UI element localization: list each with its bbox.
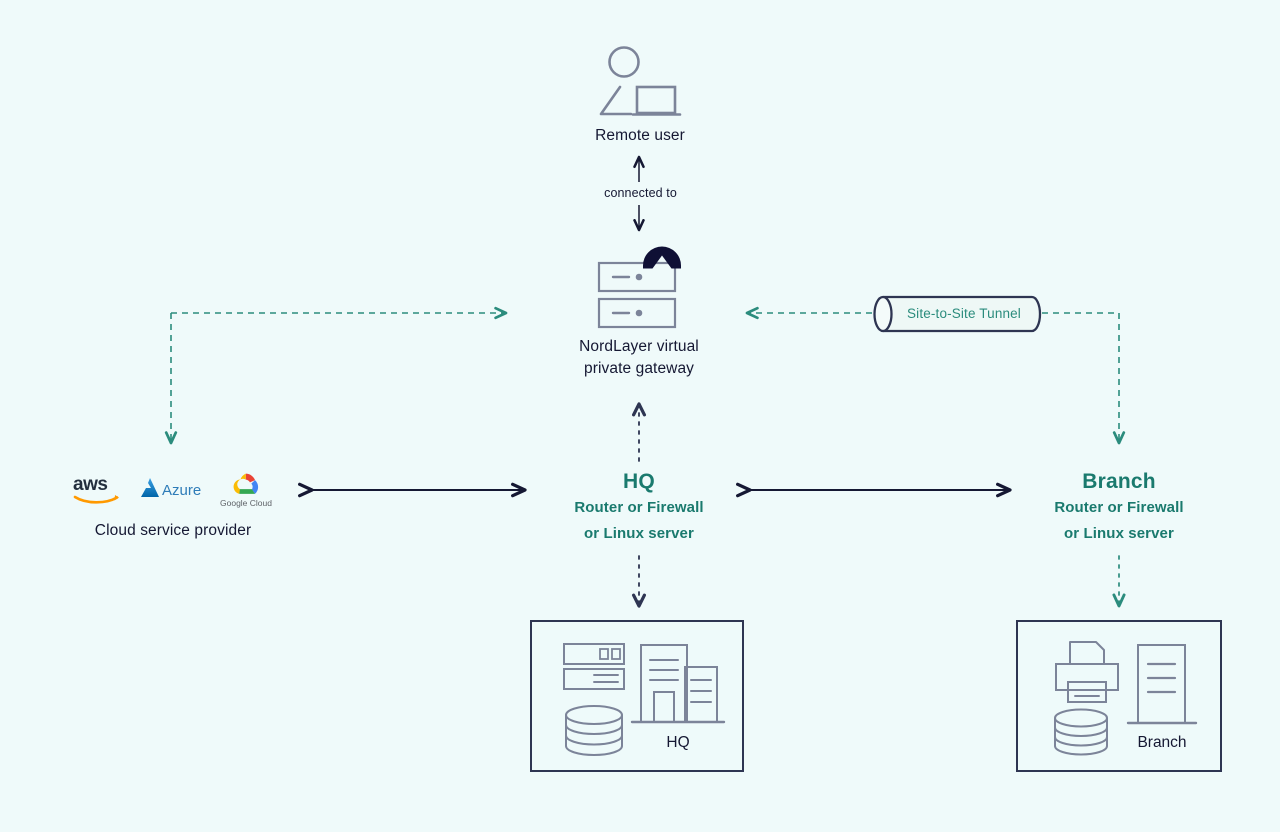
- branch-site-label: Branch: [1137, 734, 1187, 751]
- branch-subtitle-1: Router or Firewall: [1054, 499, 1184, 517]
- remote-user-label: Remote user: [595, 127, 685, 144]
- hq-title: HQ: [623, 470, 655, 493]
- google-cloud-logo: Google Cloud: [218, 469, 274, 509]
- office-buildings-icon: [630, 644, 726, 724]
- gateway-label-line2: private gateway: [583, 360, 695, 378]
- svg-text:Azure: Azure: [162, 482, 201, 499]
- connected-to-label: connected to: [604, 186, 677, 200]
- server-rack-icon: [563, 643, 625, 690]
- server-rack-icon: [549, 246, 729, 329]
- branch-subtitle-2: or Linux server: [1064, 525, 1174, 543]
- tunnel-label: Site-to-Site Tunnel: [907, 306, 1021, 321]
- gateway-label-line1: NordLayer virtual: [579, 338, 699, 355]
- node-cloud-service-provider: aws Azure: [62, 468, 284, 542]
- connector-tunnel-to-branch: [1042, 312, 1126, 445]
- branch-site-box: Branch: [1016, 620, 1222, 772]
- node-nordlayer-gateway: NordLayer virtual private gateway: [549, 246, 729, 381]
- hq-site-box: HQ: [530, 620, 744, 772]
- svg-text:aws: aws: [73, 474, 107, 495]
- node-site-to-site-tunnel: Site-to-Site Tunnel: [872, 294, 1044, 334]
- node-hq-router: HQ Router or Firewall or Linux server: [539, 468, 739, 547]
- user-laptop-icon: [560, 46, 720, 118]
- node-branch-router: Branch Router or Firewall or Linux serve…: [1019, 468, 1219, 547]
- cylinder-tunnel-icon: [873, 295, 1042, 333]
- branch-title: Branch: [1082, 470, 1156, 493]
- office-building-icon: [1126, 644, 1198, 725]
- cloud-service-provider-label: Cloud service provider: [94, 522, 252, 539]
- hq-site-icons: [563, 643, 726, 756]
- aws-logo: aws: [72, 472, 124, 506]
- database-icon: [565, 705, 623, 756]
- database-icon: [1054, 708, 1108, 756]
- azure-logo: Azure: [138, 475, 204, 503]
- printer-icon: [1055, 641, 1119, 703]
- connector-cloud-to-gateway: [164, 306, 508, 445]
- hq-site-label: HQ: [666, 734, 690, 751]
- svg-text:Google Cloud: Google Cloud: [220, 498, 272, 508]
- hq-subtitle-1: Router or Firewall: [574, 499, 704, 517]
- nordlayer-logo-icon: [643, 246, 681, 269]
- node-remote-user: Remote user: [560, 46, 720, 147]
- hq-subtitle-2: or Linux server: [584, 525, 694, 543]
- branch-site-icons: [1054, 641, 1198, 756]
